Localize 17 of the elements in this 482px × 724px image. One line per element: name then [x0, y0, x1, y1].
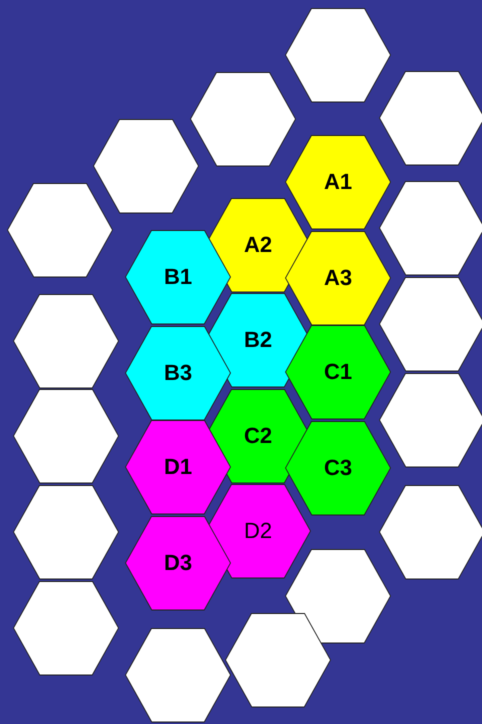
- hex-label: C3: [324, 455, 352, 481]
- hex-label: A3: [324, 265, 352, 291]
- hex-label: A1: [324, 169, 352, 195]
- hex-label: D2: [244, 518, 272, 544]
- hex-label: B1: [164, 264, 192, 290]
- hex-label: C2: [244, 423, 272, 449]
- hex-label: A2: [244, 232, 272, 258]
- hex-label: B2: [244, 327, 272, 353]
- hex-label: D3: [164, 550, 192, 576]
- hexagon: [379, 180, 482, 276]
- hex-label: D1: [164, 454, 192, 480]
- hexagon: [379, 70, 482, 166]
- hexagon: [379, 484, 482, 580]
- hex-label: B3: [164, 360, 192, 386]
- hexagon: [379, 276, 482, 372]
- hex-label: C1: [324, 359, 352, 385]
- hexagon: [379, 372, 482, 468]
